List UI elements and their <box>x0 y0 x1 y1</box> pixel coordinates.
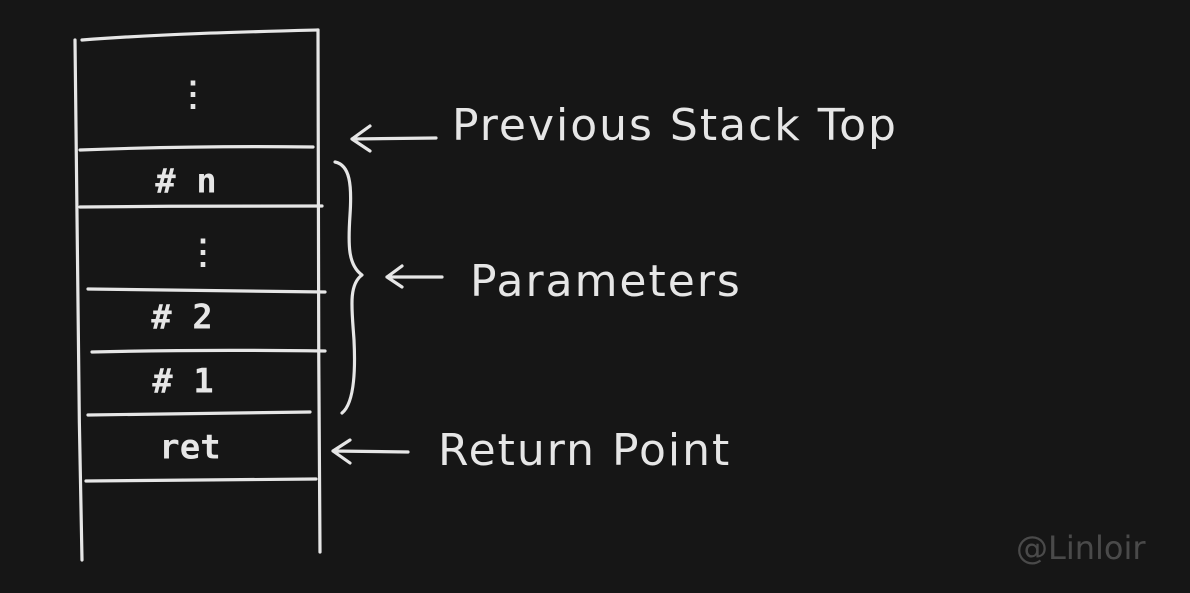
stack-right-wall <box>316 28 322 554</box>
parameters-arrow <box>385 264 444 289</box>
cell-top-ellipsis: ⋮ <box>176 75 210 115</box>
previous-stack-top-arrow <box>350 124 438 153</box>
divider-6 <box>84 477 318 483</box>
stack-left-wall <box>73 38 84 562</box>
divider-2 <box>78 204 324 209</box>
divider-4 <box>90 348 327 354</box>
cell-param-2: # 2 <box>151 298 212 338</box>
cell-param-1: # 1 <box>152 362 213 402</box>
cell-param-n: # n <box>155 162 216 202</box>
parameters-brace <box>333 160 364 415</box>
return-point-arrow <box>331 438 410 465</box>
divider-3 <box>86 287 327 294</box>
previous-stack-top-label: Previous Stack Top <box>452 100 898 151</box>
return-point-label: Return Point <box>438 425 731 476</box>
parameters-label: Parameters <box>470 256 742 307</box>
watermark-text: @Linloir <box>1016 529 1146 567</box>
stack-top-edge <box>80 28 320 42</box>
cell-middle-ellipsis: ⋮ <box>186 233 220 273</box>
cell-ret: ret <box>159 428 220 468</box>
divider-1 <box>78 145 315 152</box>
divider-5 <box>86 410 312 417</box>
